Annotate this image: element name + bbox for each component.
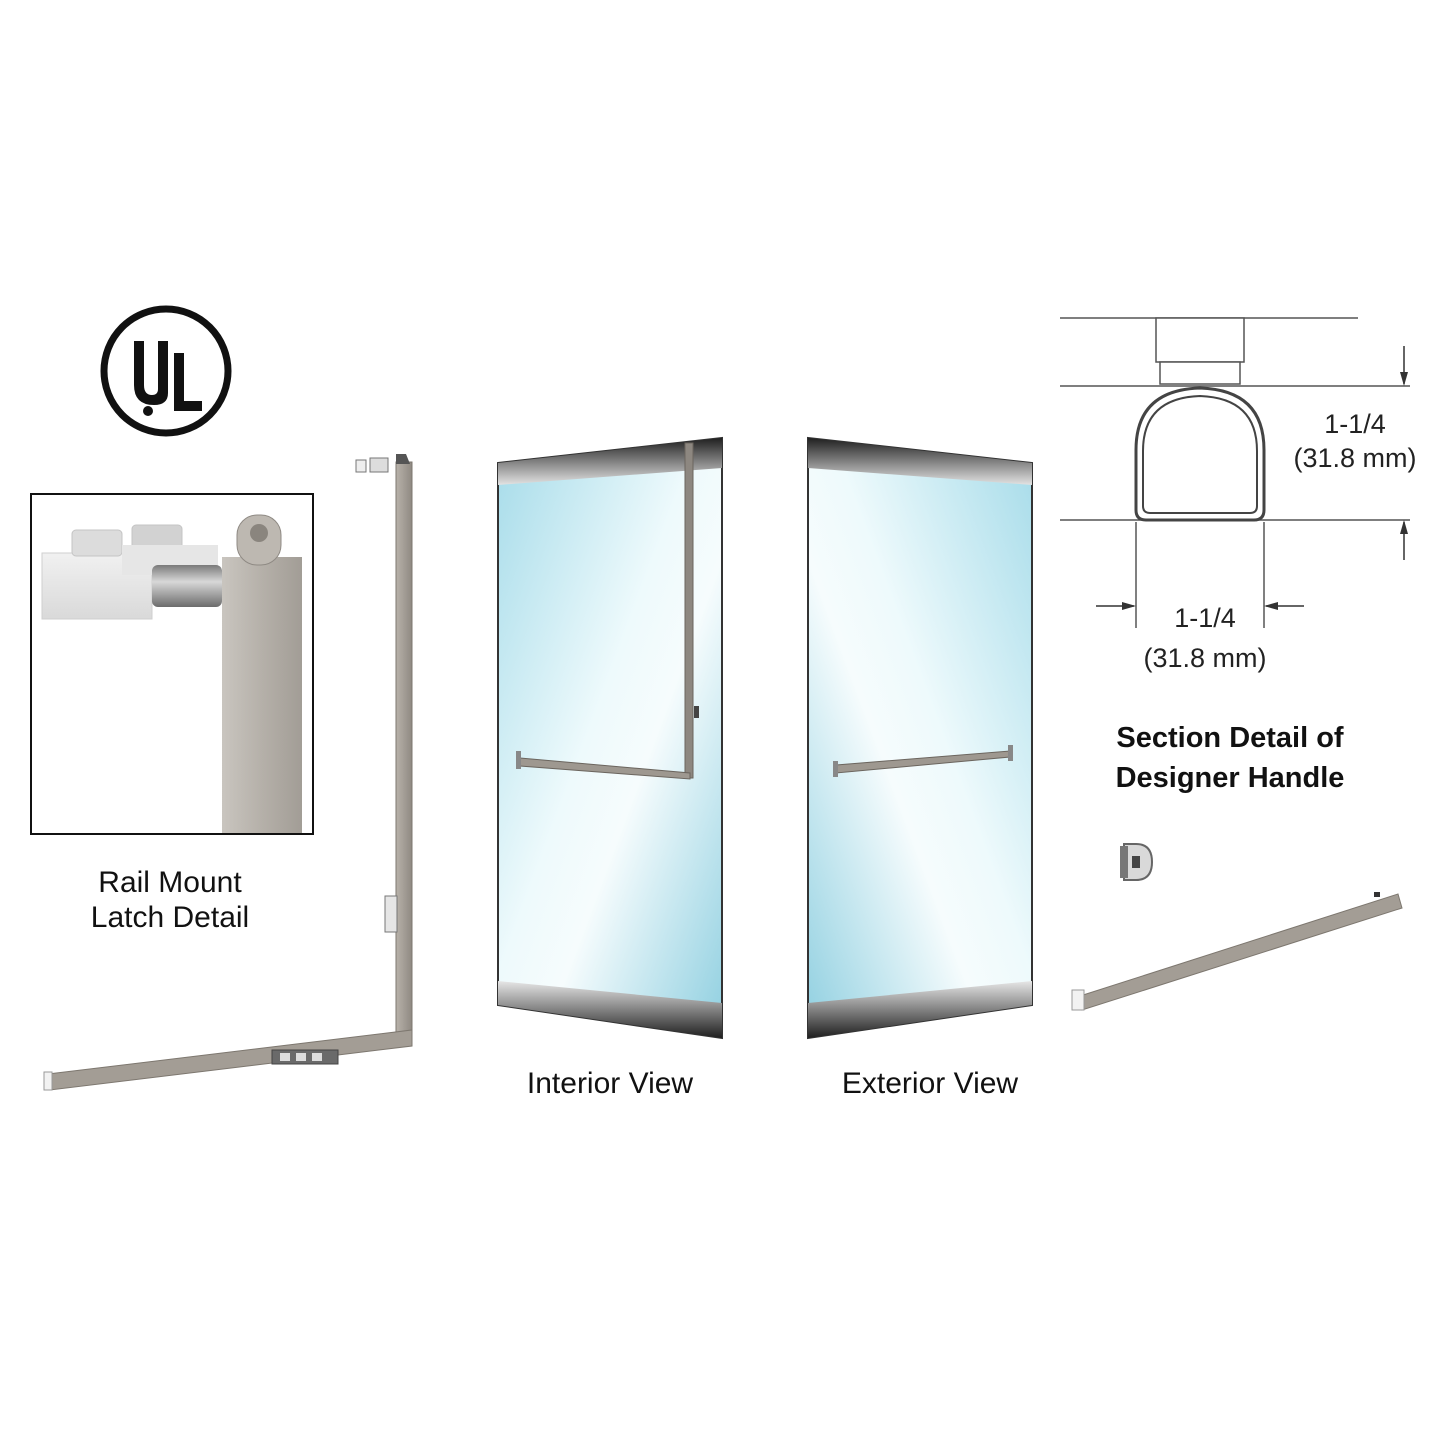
section-detail-title-line1: Section Detail of <box>1116 722 1344 754</box>
section-detail-title-line2: Designer Handle <box>1115 762 1345 794</box>
straight-pull-bar-right <box>1071 892 1403 1011</box>
exterior-door-view <box>807 436 1033 1040</box>
section-detail-drawing <box>1060 317 1410 628</box>
interior-view-caption: Interior View <box>526 1067 694 1100</box>
width-dimension-metric: (31.8 mm) <box>1143 643 1267 673</box>
interior-door-view <box>497 436 723 1040</box>
rail-mount-caption-line2: Latch Detail <box>90 901 250 934</box>
rail-mount-latch-detail <box>30 493 314 835</box>
ladder-pull-bar-left <box>43 454 413 1091</box>
height-dimension-metric: (31.8 mm) <box>1293 443 1417 473</box>
rail-mount-caption-line1: Rail Mount <box>98 866 242 899</box>
ul-logo-icon <box>100 305 232 437</box>
exterior-view-caption: Exterior View <box>841 1067 1019 1100</box>
height-dimension-fraction: 1-1/4 <box>1324 409 1386 439</box>
width-dimension-fraction: 1-1/4 <box>1174 603 1236 633</box>
handle-end-cap <box>1120 843 1154 881</box>
